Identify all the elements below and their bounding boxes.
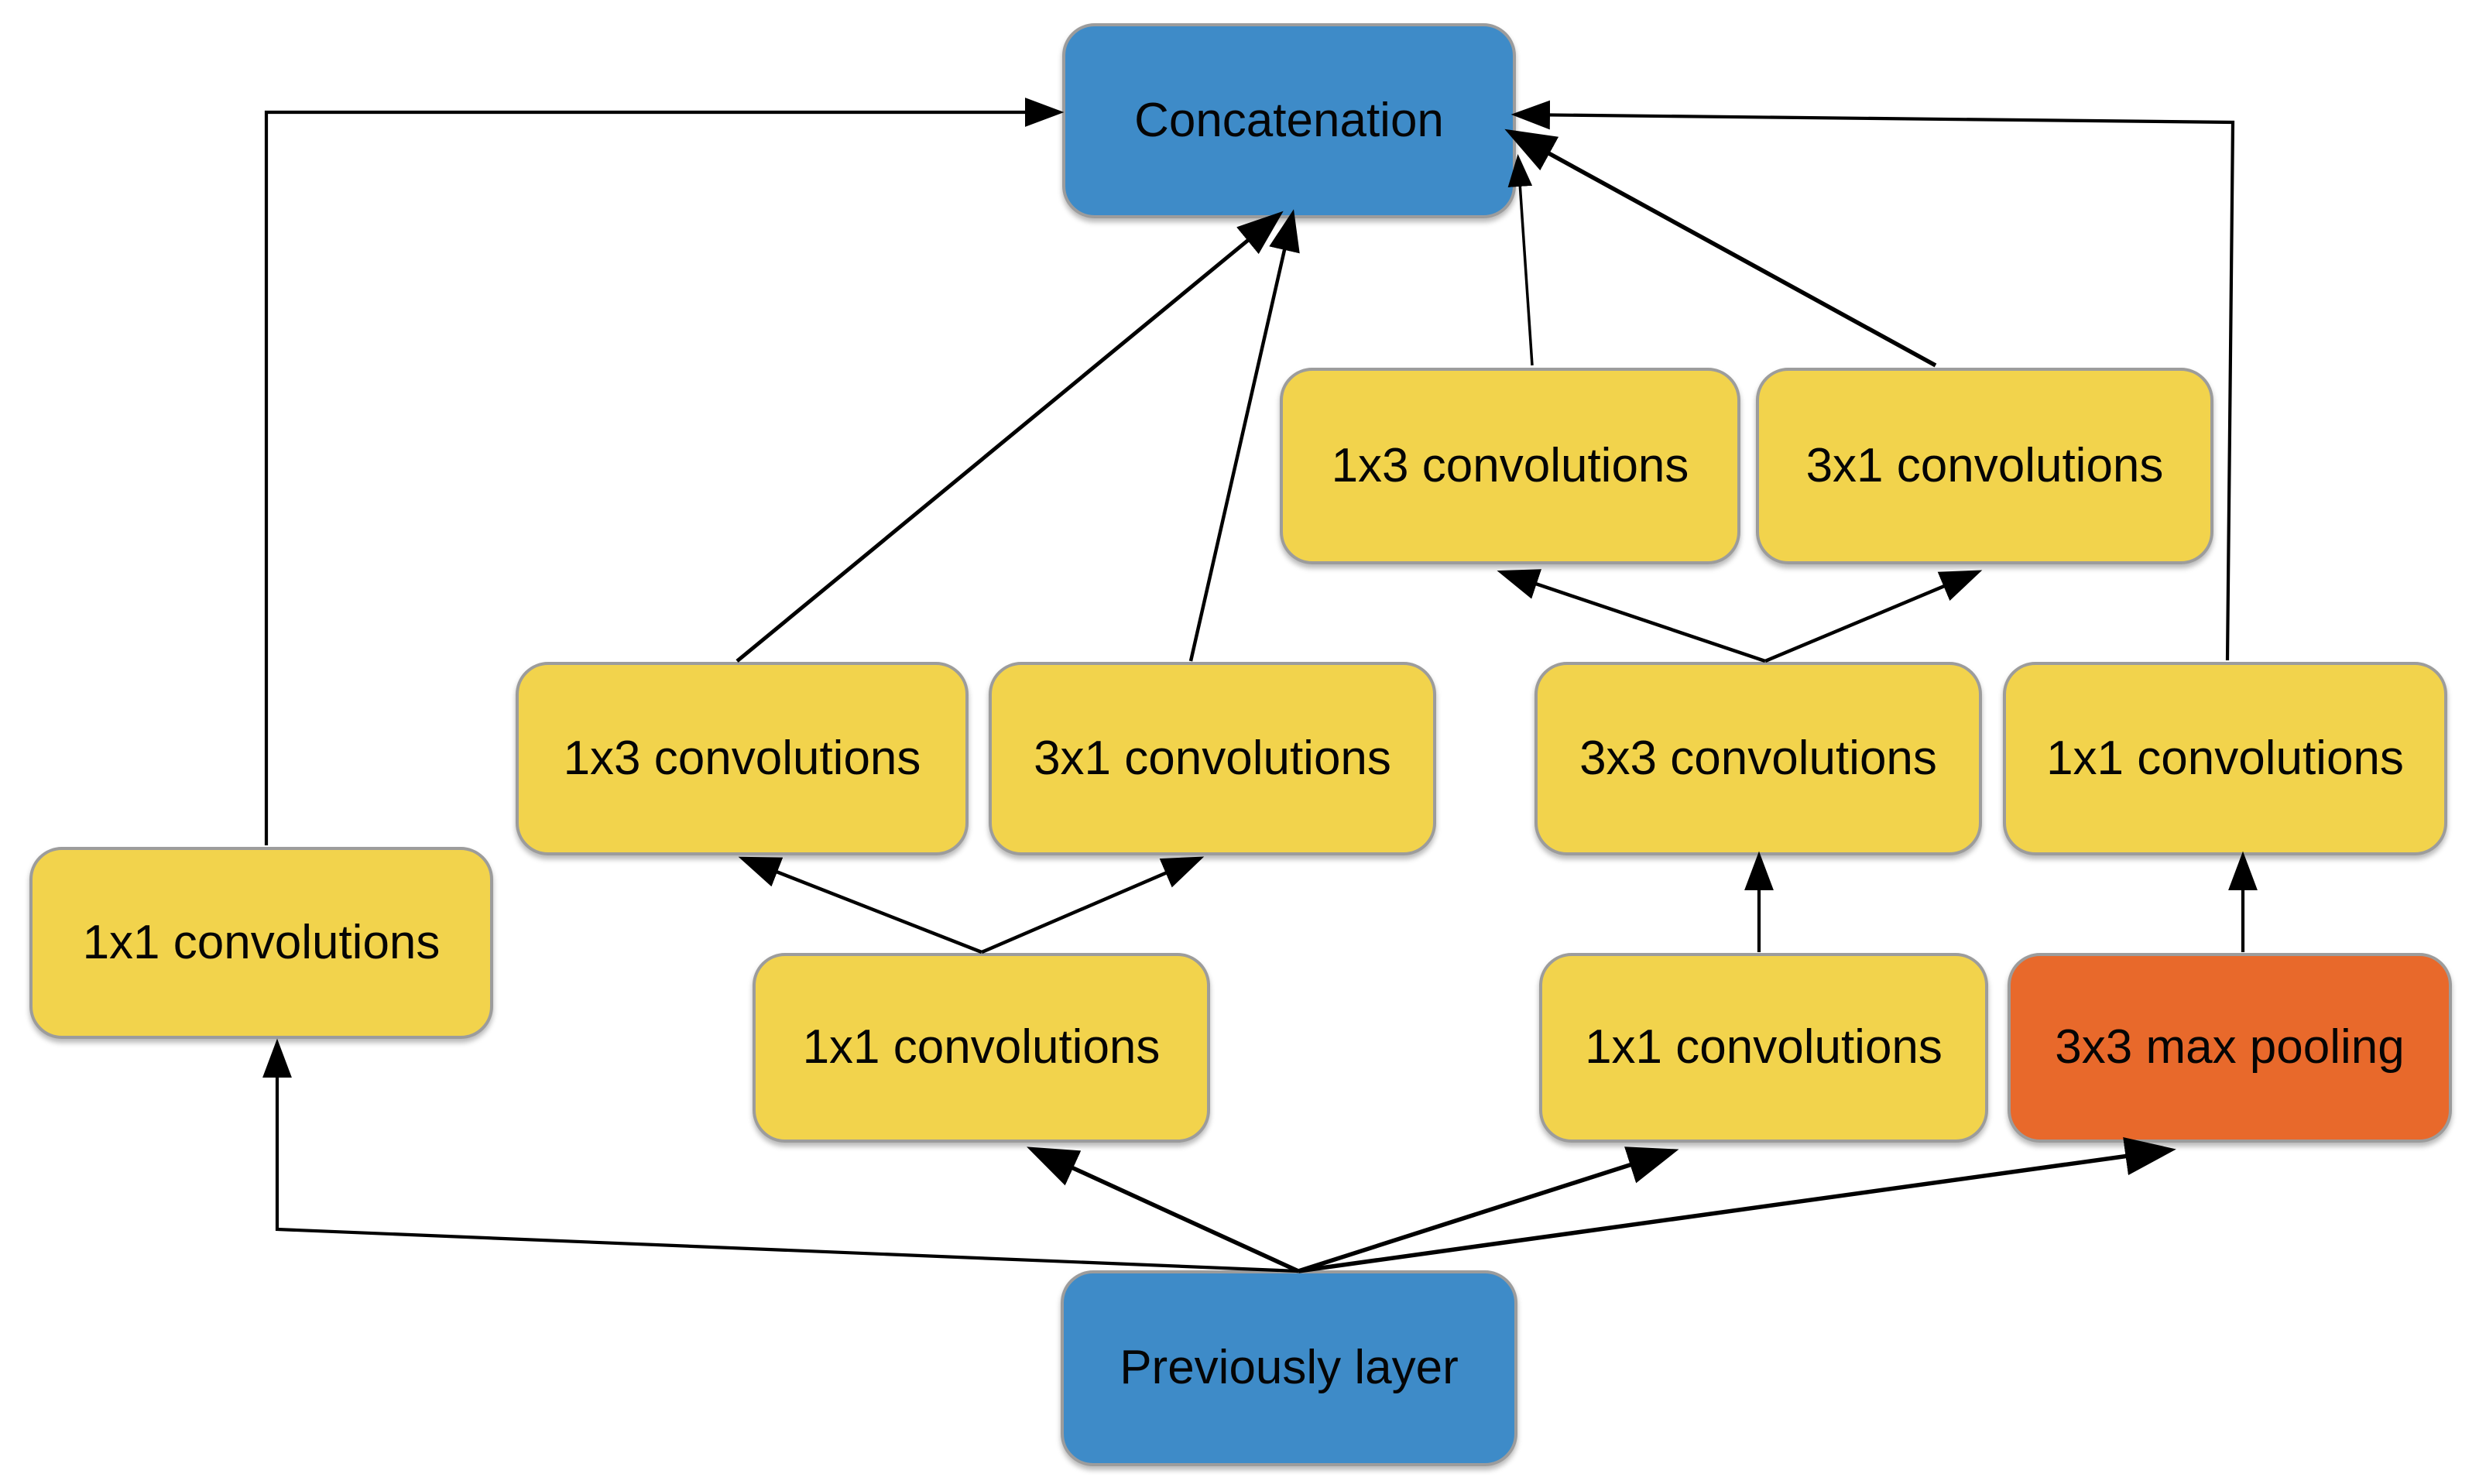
node-1x3-convolutions-mid: 1x3 convolutions (516, 662, 969, 855)
edge-mid1x3-to-concat (736, 211, 1284, 663)
edge-prev-to-right1x1 (1298, 1146, 1679, 1273)
node-3x1-convolutions-mid: 3x1 convolutions (989, 662, 1436, 855)
node-3x3-convolutions-mid: 3x3 convolutions (1534, 662, 1982, 855)
edge-center1x1-to-mid1x3 (738, 856, 982, 954)
edge-center1x1-to-mid3x1 (981, 856, 1205, 954)
edge-top1x3-to-concat (1507, 154, 1534, 366)
edge-prev-to-maxpool (1298, 1137, 2176, 1273)
node-1x1-convolutions-left: 1x1 convolutions (29, 847, 493, 1039)
edge-mid3x1-to-concat (1188, 209, 1300, 662)
node-1x3-convolutions-top: 1x3 convolutions (1280, 368, 1740, 564)
edge-top3x1-to-concat (1504, 129, 1937, 368)
node-concatenation: Concatenation (1062, 23, 1516, 218)
node-previously-layer: Previously layer (1061, 1270, 1517, 1466)
node-1x1-convolutions-center: 1x1 convolutions (753, 953, 1210, 1143)
edge-mid3x3-to-top1x3 (1497, 569, 1766, 663)
edge-prev-to-center1x1 (1026, 1146, 1300, 1273)
node-1x1-convolutions-right: 1x1 convolutions (1539, 953, 1988, 1143)
edge-mid3x3-to-top3x1 (1764, 570, 1983, 663)
node-3x1-convolutions-top: 3x1 convolutions (1756, 368, 2213, 564)
node-3x3-max-pooling: 3x3 max pooling (2008, 953, 2452, 1143)
node-1x1-convolutions-mid-right: 1x1 convolutions (2003, 662, 2447, 855)
